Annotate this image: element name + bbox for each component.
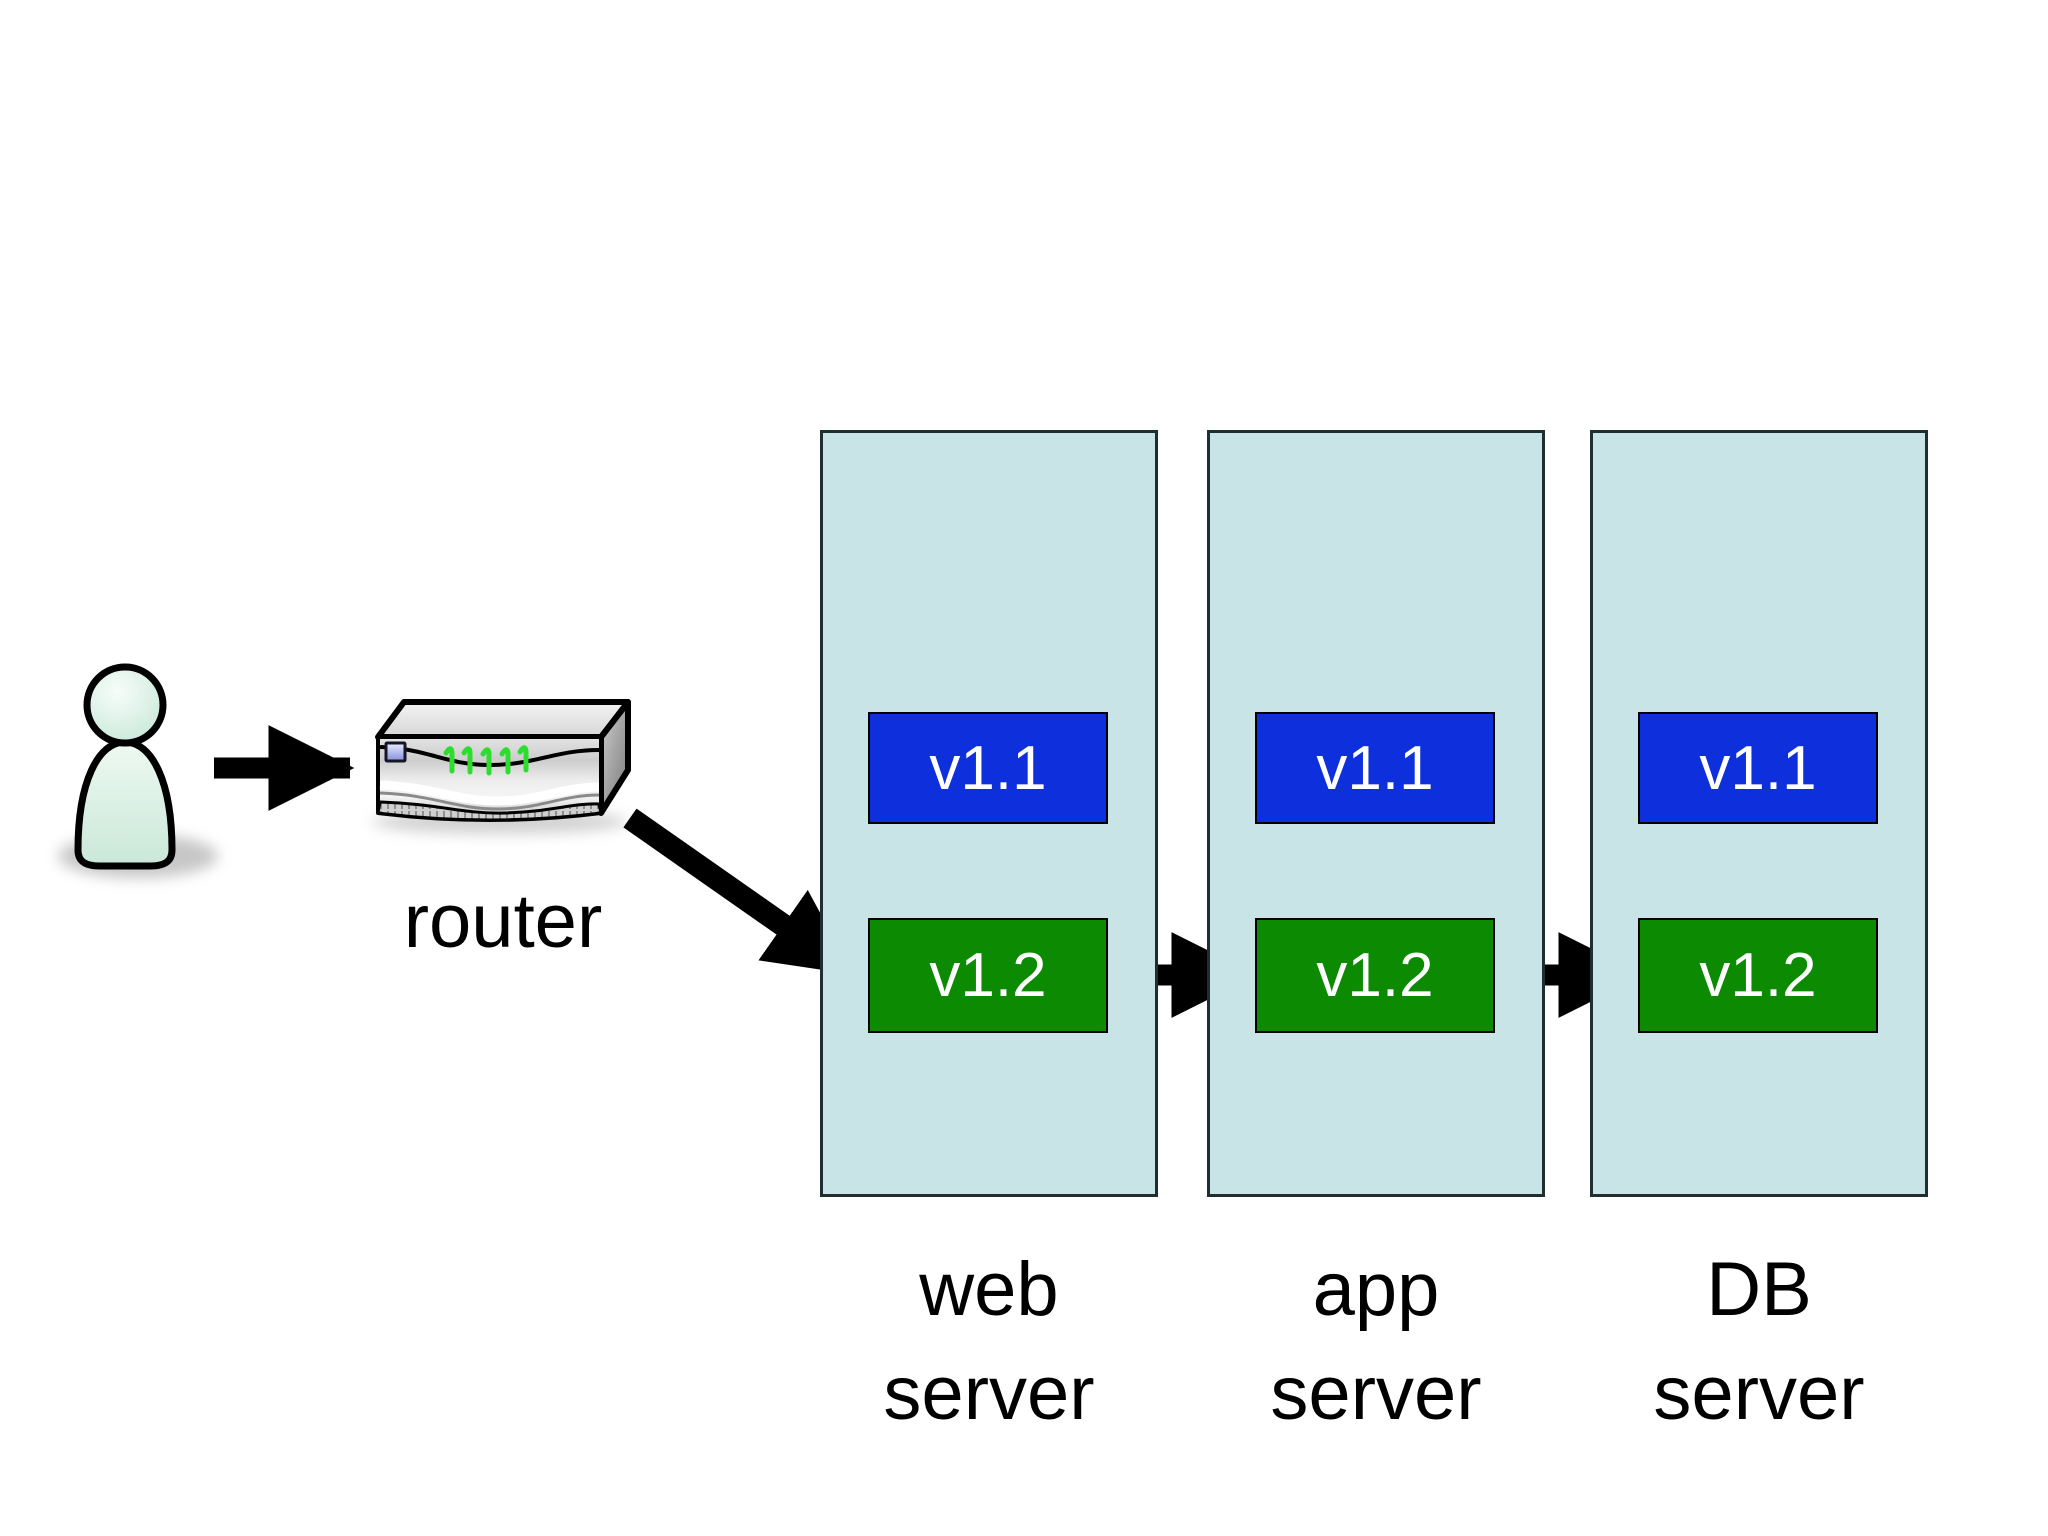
router-icon: [372, 699, 631, 834]
app-server-v1.2-box: v1.2: [1255, 918, 1495, 1033]
db-server-v1.1-box: v1.1: [1638, 712, 1878, 824]
version-label: v1.2: [929, 941, 1047, 1010]
label-line2: server: [1653, 1351, 1865, 1436]
router-to-webserver-arrow: [623, 808, 857, 982]
db-server-label: DB server: [1590, 1238, 1928, 1446]
db-server-v1.2-box: v1.2: [1638, 918, 1878, 1033]
app-server-v1.1-box: v1.1: [1255, 712, 1495, 824]
version-label: v1.1: [929, 733, 1047, 803]
version-label: v1.2: [1316, 941, 1434, 1010]
web-server-label: web server: [820, 1238, 1158, 1446]
label-line1: DB: [1706, 1247, 1812, 1332]
version-label: v1.1: [1316, 733, 1434, 803]
web-server-v1.1-box: v1.1: [868, 712, 1108, 824]
app-server-column: v1.1 v1.2: [1207, 430, 1545, 1197]
router-led-lights: [443, 745, 529, 776]
label-line1: web: [919, 1247, 1059, 1332]
label-line2: server: [883, 1351, 1095, 1436]
version-label: v1.1: [1699, 733, 1817, 803]
app-server-label: app server: [1207, 1238, 1545, 1446]
label-line2: server: [1270, 1351, 1482, 1436]
label-line1: app: [1312, 1247, 1440, 1332]
web-server-v1.2-box: v1.2: [868, 918, 1108, 1033]
router-screen: [384, 741, 407, 763]
version-label: v1.2: [1699, 941, 1817, 1010]
person-icon: [58, 663, 218, 878]
db-server-column: v1.1 v1.2: [1590, 430, 1928, 1197]
router-label: router: [403, 879, 603, 964]
web-server-column: v1.1 v1.2: [820, 430, 1158, 1197]
